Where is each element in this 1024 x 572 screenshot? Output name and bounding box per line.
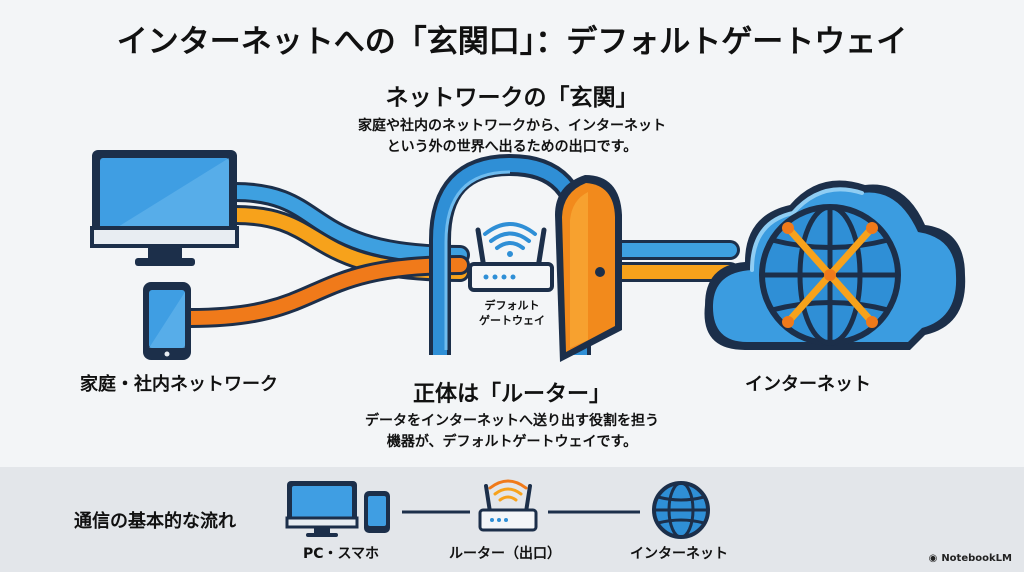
globe-icon xyxy=(759,204,901,346)
flow-step-internet-label: インターネット xyxy=(630,546,728,562)
brand-logo-icon: ◉ xyxy=(928,553,938,564)
desktop-monitor-icon xyxy=(90,150,239,266)
flow-phone-icon xyxy=(364,491,390,533)
router-heading: 正体は「ルーター」 xyxy=(412,382,611,407)
flow-step-pc-label: PC・スマホ xyxy=(302,546,380,562)
gateway-description-line2: という外の世界へ出るための出口です。 xyxy=(386,139,638,155)
wifi-icon xyxy=(483,222,537,257)
router-description: データをインターネットへ送り出す役割を担う 機器が、デフォルトゲートウェイです。 xyxy=(0,411,1024,453)
flow-globe-icon xyxy=(652,481,710,539)
flow-router-icon xyxy=(478,479,538,532)
page-title: インターネットへの「玄関口」：デフォルトゲートウェイ xyxy=(116,24,908,60)
router-description-line2: 機器が、デフォルトゲートウェイです。 xyxy=(386,434,638,450)
smartphone-icon xyxy=(143,282,191,360)
router-icon xyxy=(468,227,554,292)
connection-lines xyxy=(180,182,740,328)
door-icon xyxy=(555,175,622,362)
router-label: デフォルト ゲートウェイ xyxy=(462,298,562,328)
brand-watermark: ◉NotebookLM xyxy=(929,553,1012,564)
gateway-description: 家庭や社内のネットワークから、インターネット という外の世界へ出るための出口です… xyxy=(0,116,1024,158)
internet-label: インターネット xyxy=(745,374,871,395)
router-label-line1: デフォルト xyxy=(484,299,540,312)
router-label-line2: ゲートウェイ xyxy=(479,314,545,327)
home-network-label: 家庭・社内ネットワーク xyxy=(80,374,278,395)
flow-step-router-label: ルーター（出口） xyxy=(449,546,561,562)
flow-title: 通信の基本的な流れ xyxy=(74,511,236,532)
flow-pc-icon xyxy=(285,481,359,537)
gateway-description-line1: 家庭や社内のネットワークから、インターネット xyxy=(358,118,666,134)
gateway-heading: ネットワークの「玄関」 xyxy=(385,85,639,111)
brand-name: NotebookLM xyxy=(941,553,1012,564)
router-description-line1: データをインターネットへ送り出す役割を担う xyxy=(365,413,659,429)
